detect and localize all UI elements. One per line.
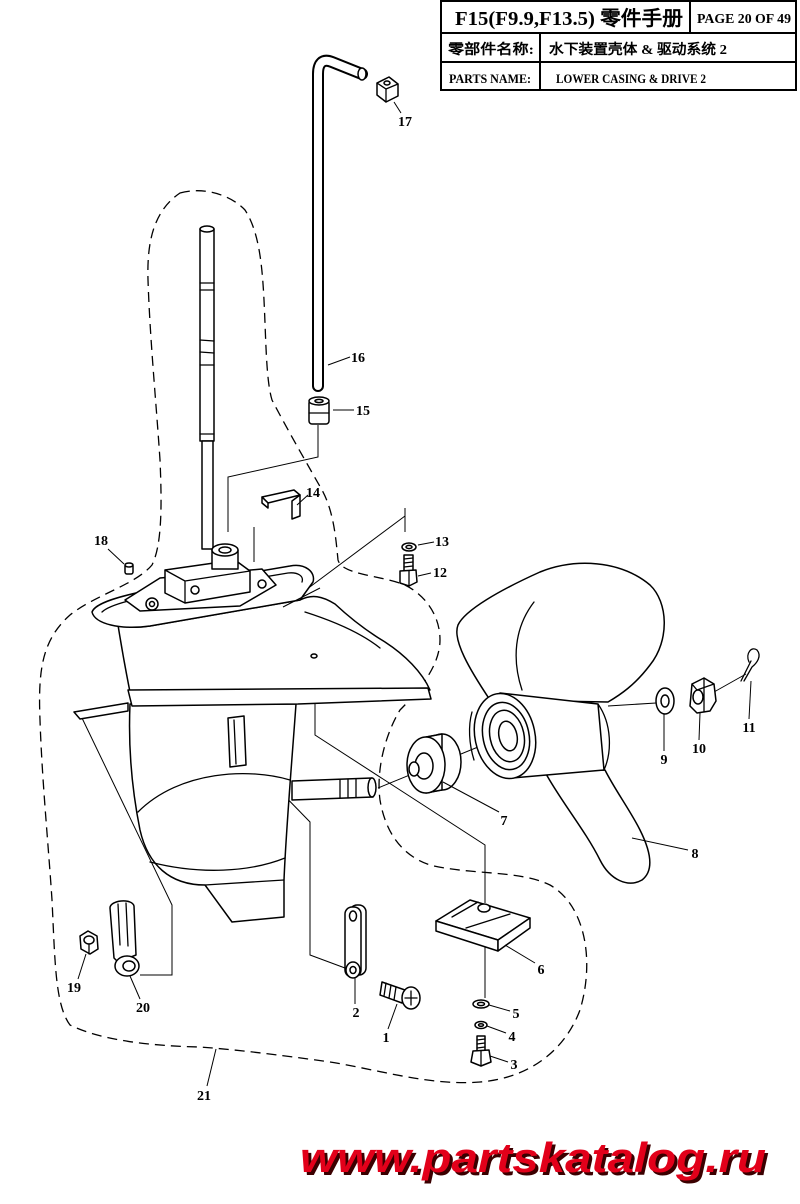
callout-6: 6 (538, 963, 545, 978)
propeller-lower-blade (544, 769, 651, 884)
part-8-propeller (456, 562, 665, 884)
callout-7: 7 (501, 814, 508, 829)
callout-8: 8 (692, 847, 699, 862)
part-19-nut (79, 930, 99, 955)
water-intake-slot (227, 715, 247, 768)
part-20-grommet (109, 900, 140, 977)
watermark-shadow: www.partskatalog.ru (303, 1137, 769, 1184)
callout-18: 18 (94, 534, 108, 549)
callout-10: 10 (692, 742, 706, 757)
callout-1: 1 (383, 1031, 390, 1046)
watermark: www.partskatalog.ru www.partskatalog.ru (300, 1134, 769, 1184)
cooling-hole (310, 653, 318, 659)
callout-11: 11 (742, 721, 755, 736)
drive-shaft (199, 225, 215, 550)
callout-13: 13 (435, 535, 449, 550)
part-16-shift-rod (312, 54, 368, 392)
callout-5: 5 (513, 1007, 520, 1022)
part-17-clip (376, 76, 399, 103)
callout-9: 9 (661, 753, 668, 768)
callout-leaders (77, 101, 752, 1087)
callout-19: 19 (67, 981, 81, 996)
watermark-text: www.partskatalog.ru (300, 1134, 766, 1181)
callout-14: 14 (306, 486, 320, 501)
callout-3: 3 (511, 1058, 518, 1073)
callout-20: 20 (136, 1001, 150, 1016)
callout-17: 17 (398, 115, 412, 130)
part-13-washer (401, 542, 417, 552)
part-14-seal (261, 489, 301, 520)
page-number: PAGE 20 OF 49 (697, 12, 791, 27)
part-11-cotter-pin (740, 648, 760, 682)
title-block-frame (440, 0, 797, 91)
title-block: F15(F9.9,F13.5) 零件手册 PAGE 20 OF 49 零部件名称… (440, 0, 797, 91)
water-pump (124, 543, 277, 612)
propeller-shaft (291, 777, 377, 801)
part-15-bushing (308, 396, 330, 425)
part-10-nut (689, 677, 717, 714)
part-1-screw (379, 981, 421, 1010)
lower-casing (73, 543, 432, 923)
callout-4: 4 (509, 1030, 516, 1045)
assembly-outline-dashed (38, 190, 588, 1084)
part-2-cover (344, 904, 367, 979)
part-3-bolt (470, 1035, 492, 1067)
part-9-washer (655, 687, 675, 715)
part-7-spacer (406, 733, 462, 794)
part-4-lock-washer (474, 1020, 488, 1030)
part-12-bolt (399, 554, 418, 587)
part-name-cn-label: 零部件名称: (447, 41, 534, 58)
part-5-washer (472, 999, 490, 1009)
callout-labels: 1 2 3 4 5 6 7 8 9 10 11 12 13 14 15 16 1… (67, 115, 756, 1104)
gearcase (128, 703, 297, 923)
part-18-pin (124, 562, 134, 575)
part-name-cn: 水下装置壳体 & 驱动系统 2 (549, 41, 727, 58)
callout-2: 2 (353, 1006, 360, 1021)
part-name-en: LOWER CASING & DRIVE 2 (556, 71, 706, 86)
callout-15: 15 (356, 404, 370, 419)
manual-title: F15(F9.9,F13.5) 零件手册 (455, 6, 683, 30)
callout-21: 21 (197, 1089, 211, 1104)
propeller-upper-blade (456, 562, 665, 703)
callout-12: 12 (433, 566, 447, 581)
anti-cavitation-plate (127, 687, 432, 707)
callout-16: 16 (351, 351, 365, 366)
part-name-en-label: PARTS NAME: (449, 71, 531, 86)
part-6-anode (435, 899, 531, 952)
